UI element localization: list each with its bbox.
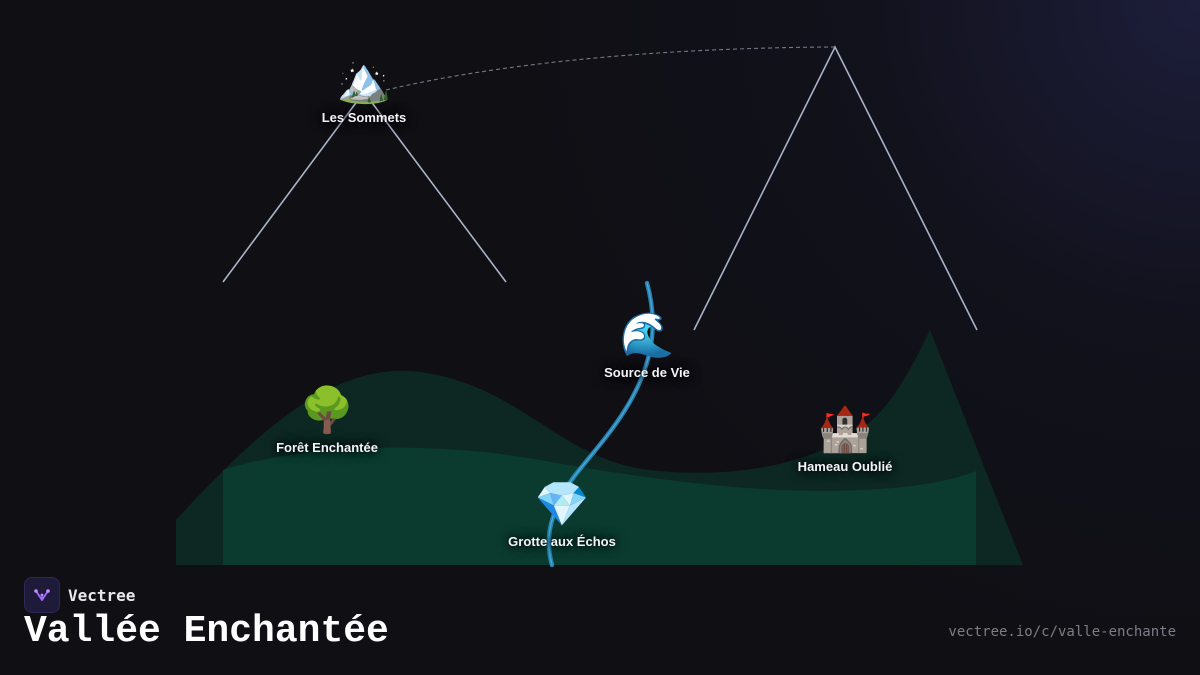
location-grotte-aux-echos[interactable]: 💎 Grotte aux Échos (508, 479, 616, 550)
location-label: Forêt Enchantée (276, 440, 378, 455)
page-url[interactable]: vectree.io/c/valle-enchante (948, 624, 1176, 640)
wave-icon: 🌊 (619, 310, 675, 361)
snow-mountain-icon: 🏔️ (336, 55, 392, 106)
castle-icon: 🏰 (817, 404, 873, 455)
location-label: Les Sommets (321, 110, 407, 125)
location-source-de-vie[interactable]: 🌊 Source de Vie (604, 310, 690, 381)
trail-dashed (385, 46, 836, 91)
brand[interactable]: Vectree (24, 577, 135, 613)
tree-icon: 🌳 (299, 385, 355, 436)
mountain-right (693, 45, 978, 331)
brand-name: Vectree (68, 585, 136, 605)
vectree-logo-icon (24, 577, 60, 613)
location-label: Hameau Oublié (797, 459, 893, 474)
valley-floor (223, 447, 976, 565)
location-label: Source de Vie (604, 365, 690, 380)
river-highlight (548, 282, 654, 566)
location-label: Grotte aux Échos (508, 534, 616, 549)
gem-icon: 💎 (534, 479, 590, 530)
location-hameau-oublie[interactable]: 🏰 Hameau Oublié (797, 404, 893, 475)
mountain-left (222, 90, 507, 283)
location-les-sommets[interactable]: 🏔️ Les Sommets (321, 55, 407, 126)
location-foret-enchantee[interactable]: 🌳 Forêt Enchantée (276, 385, 378, 456)
page-title: Vallée Enchantée (24, 610, 389, 653)
